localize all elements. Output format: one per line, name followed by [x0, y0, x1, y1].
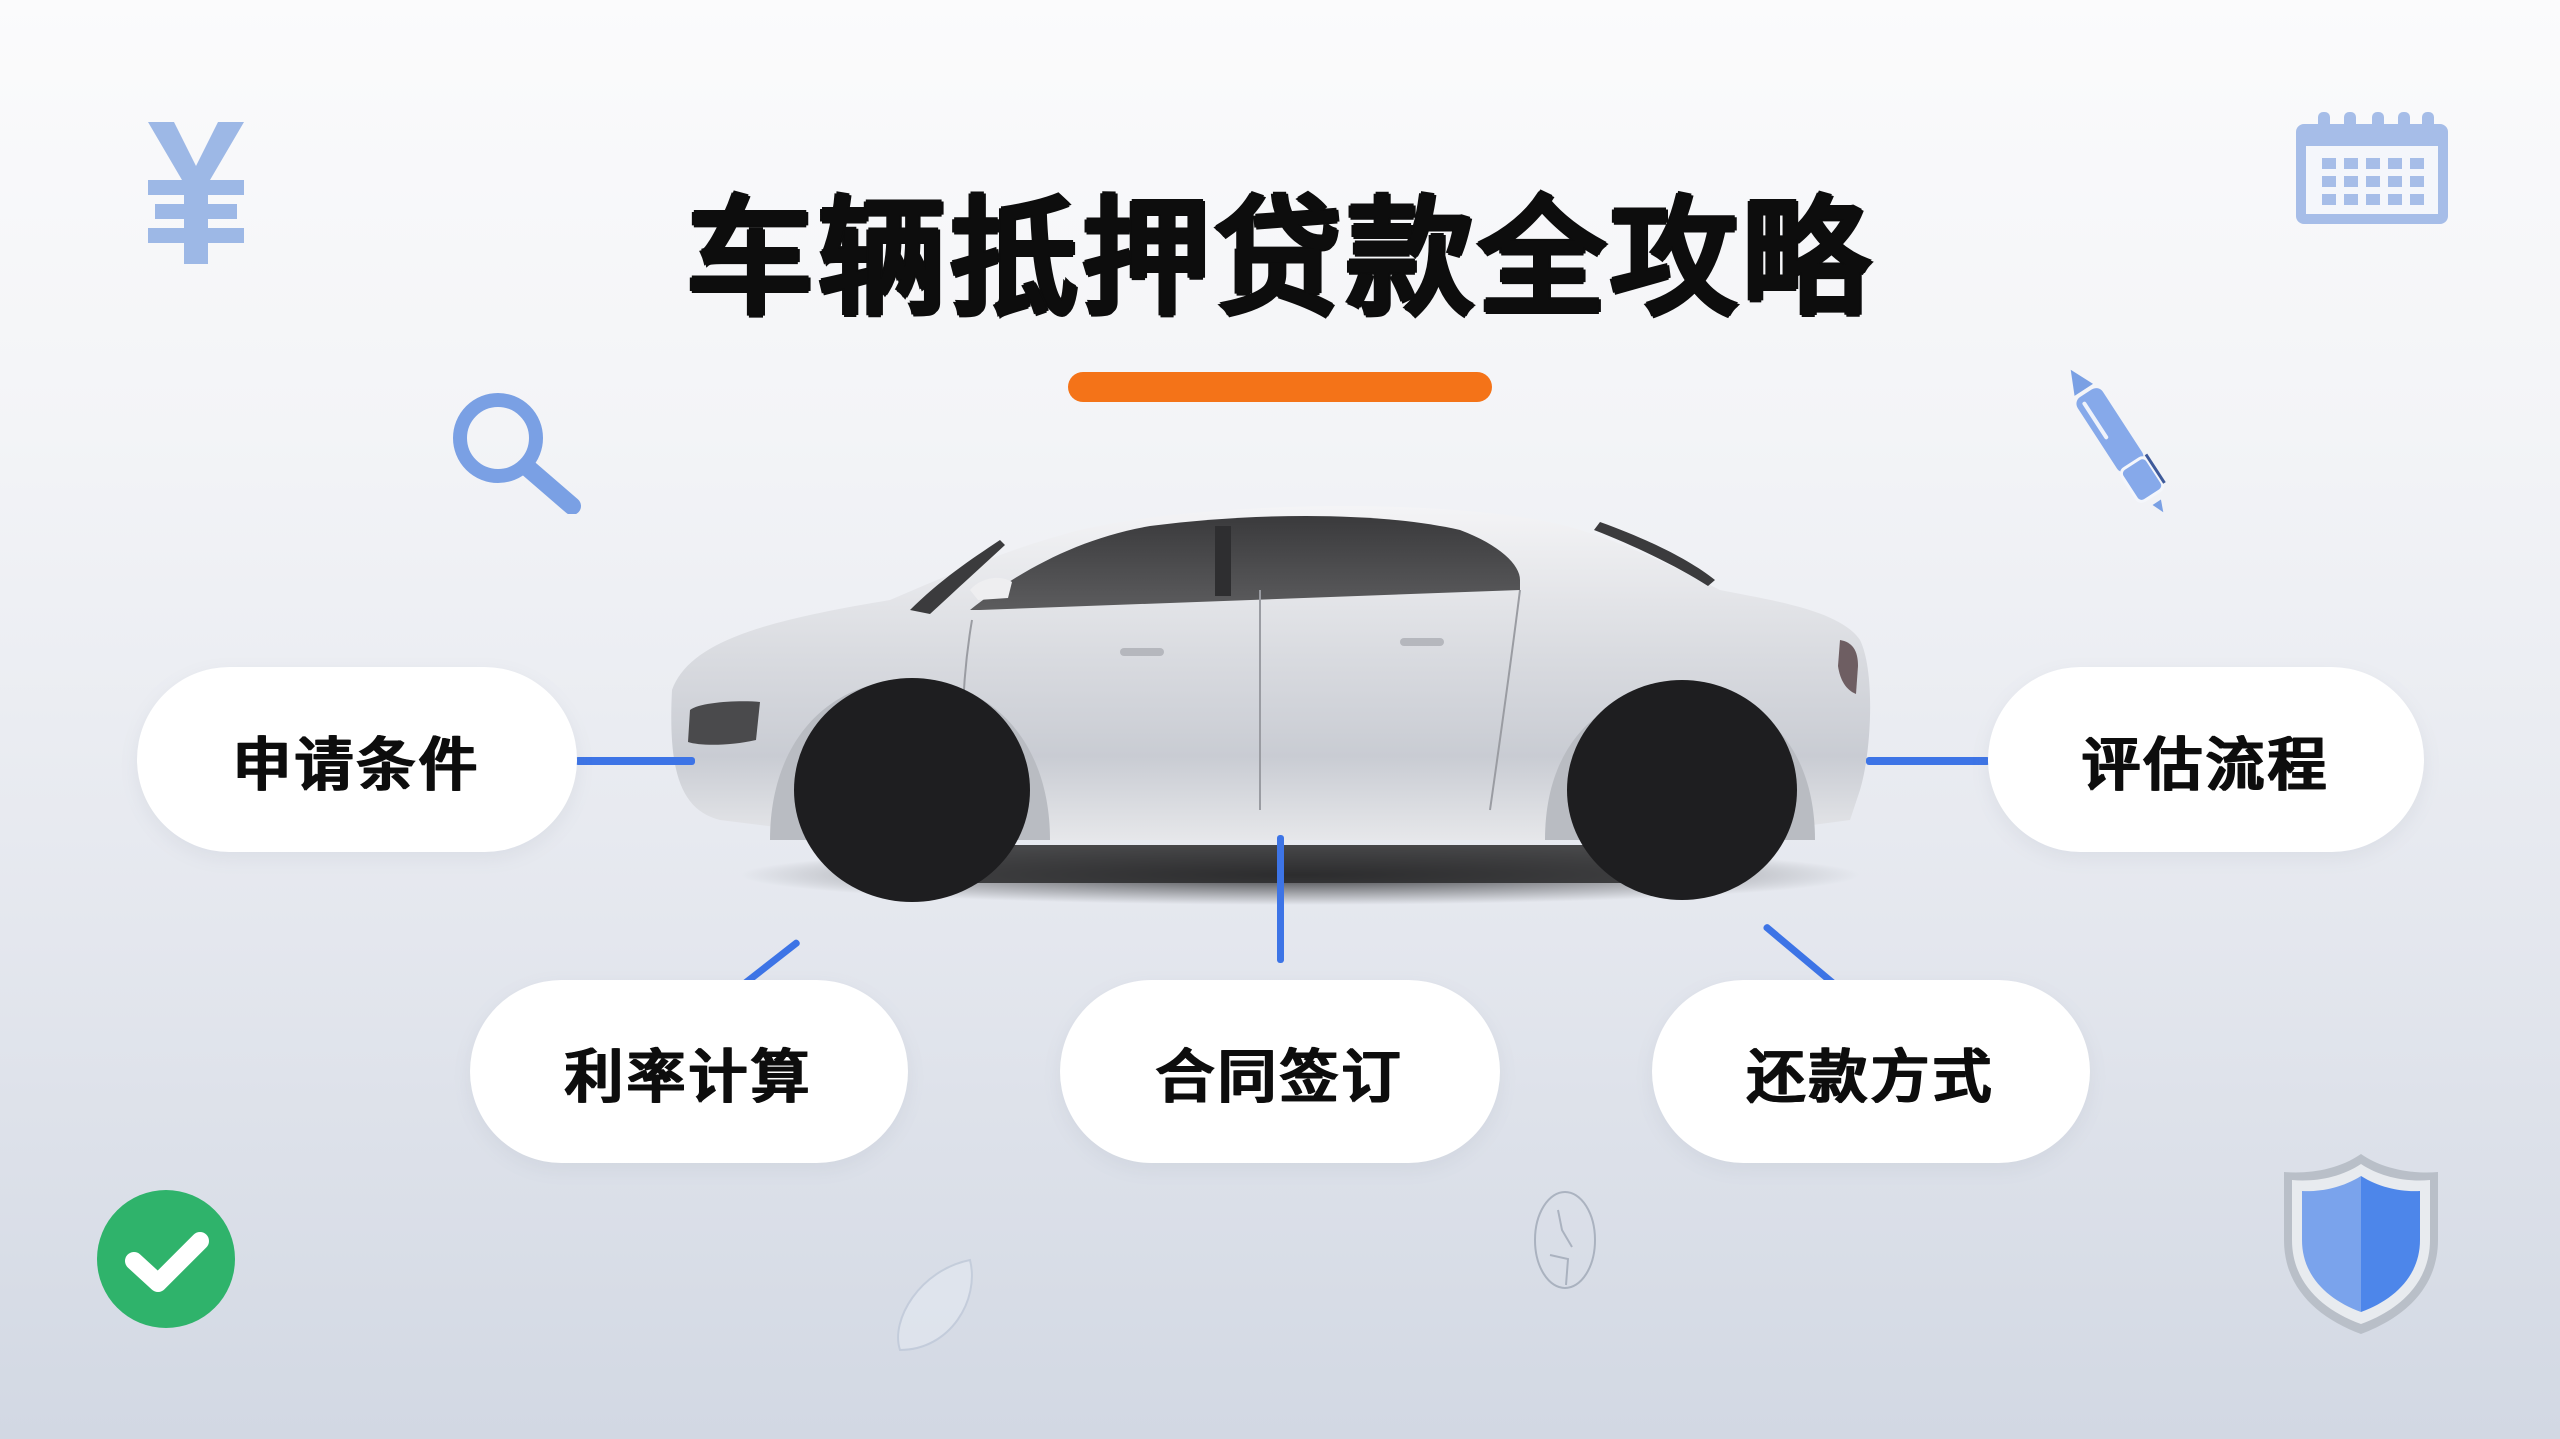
label-application-conditions[interactable]: 申请条件: [137, 667, 577, 852]
shield-icon: [2278, 1148, 2444, 1338]
yen-icon: [148, 118, 244, 264]
label-text: 利率计算: [564, 1042, 813, 1111]
label-repayment-methods[interactable]: 还款方式: [1652, 980, 2090, 1163]
pen-icon: [2058, 356, 2176, 526]
title-underline: [1068, 372, 1492, 402]
label-interest-calculation[interactable]: 利率计算: [470, 980, 908, 1163]
label-text: 评估流程: [2081, 730, 2330, 799]
faint-circle-sketch: [1530, 1185, 1600, 1295]
label-text: 申请条件: [232, 730, 481, 799]
label-evaluation-process[interactable]: 评估流程: [1988, 667, 2424, 852]
label-contract-signing[interactable]: 合同签订: [1060, 980, 1500, 1163]
car-illustration: [660, 490, 1920, 910]
connector-application: [575, 757, 695, 765]
magnifier-icon: [448, 390, 582, 514]
calendar-icon: [2296, 108, 2448, 224]
checkmark-icon: [96, 1189, 236, 1329]
label-text: 还款方式: [1746, 1042, 1995, 1111]
connector-contract: [1277, 835, 1284, 963]
faint-leaf-sketch: [880, 1240, 990, 1360]
page-title: 车辆抵押贷款全攻略: [685, 185, 1874, 334]
connector-evaluation: [1866, 757, 1990, 765]
label-text: 合同签订: [1155, 1042, 1404, 1111]
